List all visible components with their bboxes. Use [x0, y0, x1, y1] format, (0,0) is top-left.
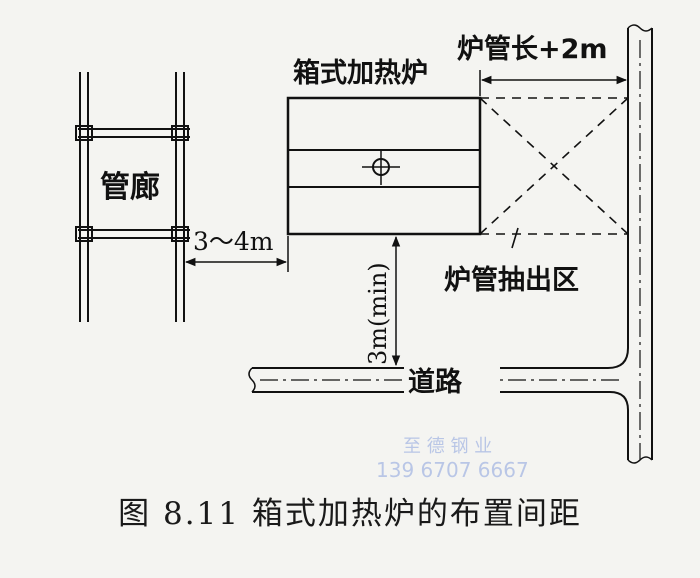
road: [248, 24, 653, 464]
box-heater-label: 箱式加热炉: [293, 57, 428, 89]
pipe-rack: [75, 72, 190, 322]
pull-area-leader: [511, 227, 519, 249]
road-label-bg: [404, 366, 500, 396]
road-label: 道路: [408, 366, 463, 398]
road-distance-label: 3m(min): [364, 262, 392, 365]
rack-distance-label: 3～4m: [193, 227, 274, 256]
pipe-rack-label: 管廊: [100, 170, 160, 205]
tube-pull-area: [479, 97, 629, 235]
box-heater: [286, 96, 482, 236]
watermark-company: 至 德 钢 业: [403, 436, 492, 457]
heater-center-mark: [362, 150, 400, 185]
tube-length-label: 炉管长+2m: [457, 34, 608, 65]
pull-area-label: 炉管抽出区: [444, 265, 579, 296]
watermark-phone: 139 6707 6667: [376, 458, 529, 482]
figure-caption: 图 8.11 箱式加热炉的布置间距: [118, 496, 582, 532]
